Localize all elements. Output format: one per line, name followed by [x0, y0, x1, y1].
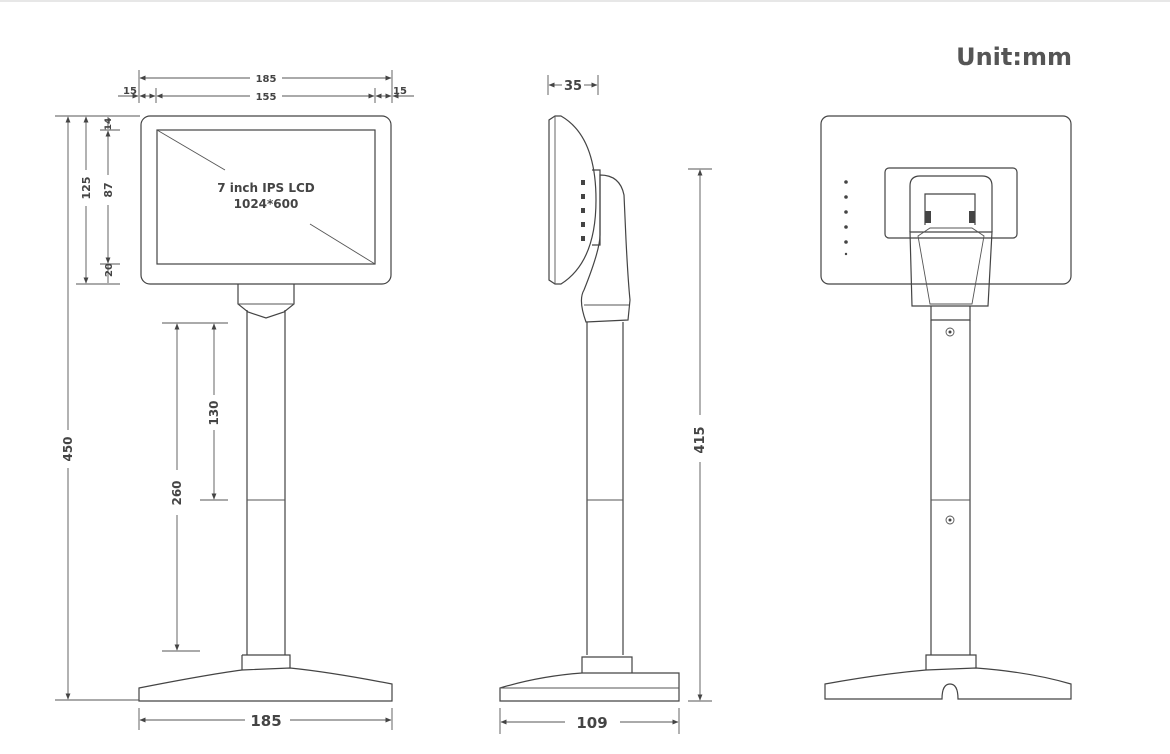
dim-35-label: 35	[564, 79, 582, 94]
back-view	[820, 115, 1072, 700]
dim-14-label: 14	[104, 118, 114, 131]
side-display-panel	[548, 115, 597, 285]
dim-20-label: 20	[104, 263, 115, 277]
back-mount-plate	[884, 167, 1018, 239]
dim-155-label: 155	[256, 92, 277, 103]
unit-label: Unit:mm	[956, 43, 1072, 71]
front-dimensions: 185 155 15 15 125 14 87 20	[55, 70, 414, 730]
back-screw-2-center	[948, 518, 952, 522]
back-display-frame	[820, 115, 1072, 285]
dim-125-label: 125	[80, 177, 93, 200]
back-base	[824, 667, 1072, 700]
back-pole-cap	[930, 306, 971, 321]
side-button-5	[581, 236, 585, 241]
side-button-4	[581, 222, 585, 227]
back-base-collar	[925, 654, 977, 670]
dim-87-label: 87	[102, 182, 115, 197]
front-base	[138, 667, 393, 702]
front-view: 7 inch IPS LCD 1024*600	[138, 115, 393, 702]
back-neck-detail	[917, 227, 985, 305]
dim-15-right-label: 15	[393, 86, 407, 97]
side-view	[499, 115, 680, 702]
front-base-collar	[242, 654, 291, 668]
back-u-bracket-inner	[924, 193, 976, 225]
back-dot-4	[844, 225, 848, 229]
dim-185-bottom-label: 185	[250, 712, 281, 730]
side-button-1	[581, 180, 585, 185]
side-base-collar	[581, 656, 633, 673]
back-dot-1	[844, 180, 848, 184]
dim-109-label: 109	[576, 714, 607, 732]
side-button-3	[581, 208, 585, 213]
dim-130-label: 130	[207, 400, 221, 425]
side-dimensions: 35 415 109	[499, 75, 712, 734]
back-screw-1	[945, 327, 955, 337]
side-base	[499, 672, 680, 702]
dim-415-label: 415	[693, 426, 708, 453]
dim-185-top-label: 185	[256, 74, 277, 85]
side-button-2	[581, 194, 585, 199]
side-neck	[580, 174, 631, 323]
back-hinge-pin-right	[969, 211, 975, 223]
dim-15-left-label: 15	[123, 86, 137, 97]
screen-diagonal-bottom	[309, 223, 376, 265]
dim-260-label: 260	[170, 480, 184, 505]
back-hinge-pin-left	[925, 211, 931, 223]
dim-450-label: 450	[61, 436, 75, 461]
screen-label-line1: 7 inch IPS LCD	[217, 181, 315, 195]
front-screen	[156, 129, 376, 265]
back-neck-housing	[909, 231, 993, 307]
screen-diagonal-top	[156, 129, 226, 171]
back-dot-6	[844, 252, 848, 256]
front-display-frame	[140, 115, 392, 285]
back-u-bracket-outer	[909, 175, 993, 232]
back-dot-2	[844, 195, 848, 199]
screen-label-line2: 1024*600	[234, 197, 299, 211]
back-screw-2	[945, 515, 955, 525]
back-dot-5	[844, 240, 848, 244]
back-screw-1-center	[948, 330, 952, 334]
back-dot-3	[844, 210, 848, 214]
